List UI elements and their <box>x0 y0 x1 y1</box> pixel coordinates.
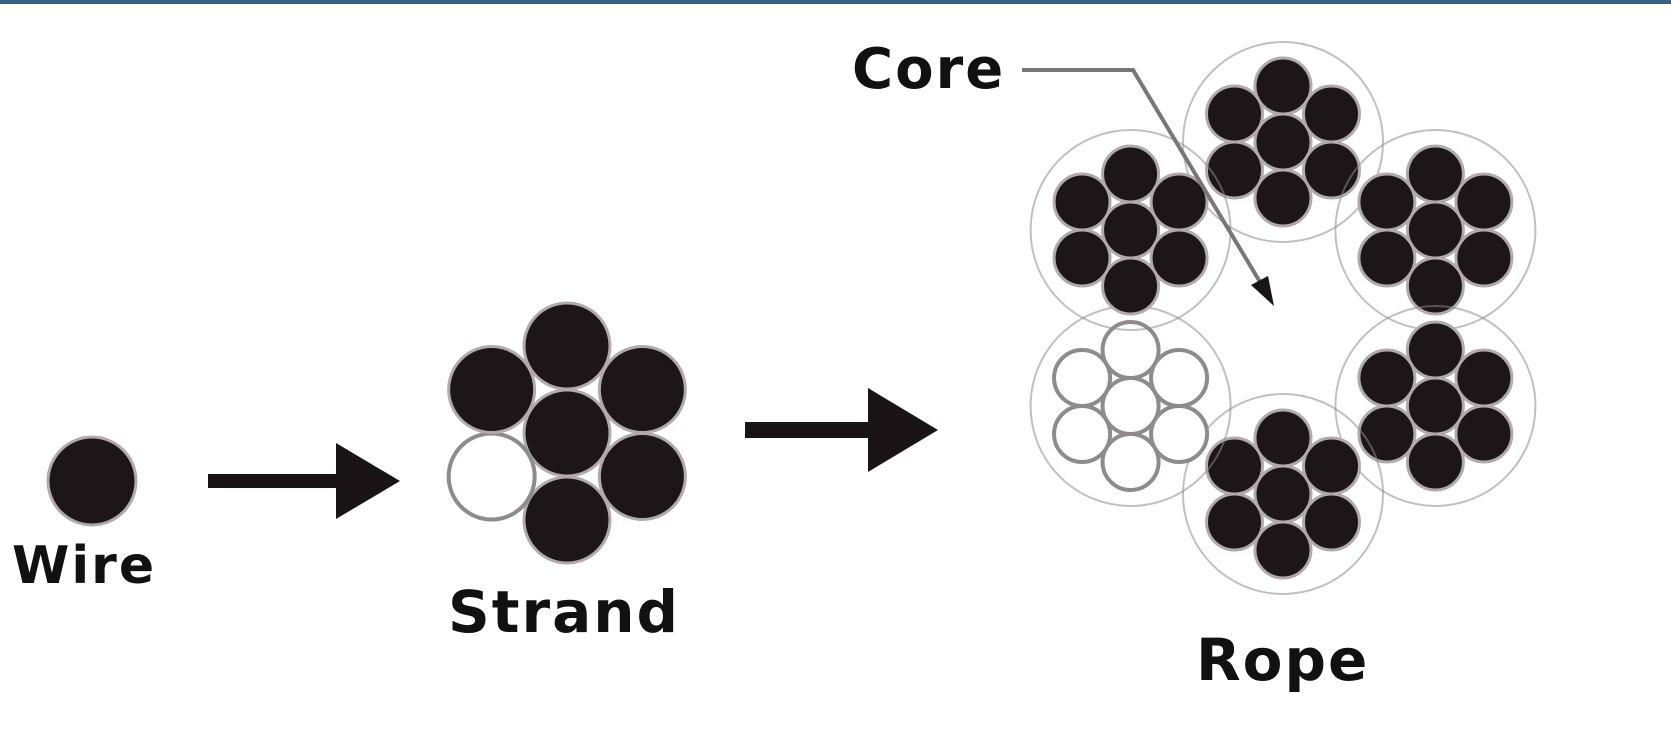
rope-wire <box>1253 56 1313 116</box>
core-pointer-arrow <box>1022 68 1274 306</box>
strand-outer-wire <box>597 345 687 434</box>
rope-wire <box>1253 520 1313 580</box>
rope-wire <box>1405 320 1465 380</box>
strand-outer-wire <box>522 301 612 391</box>
core-leader-line <box>1022 68 1268 294</box>
arrow-strand-to-rope-icon <box>745 388 938 472</box>
arrow-shaft <box>745 422 870 438</box>
wire-label: Wire <box>12 536 156 596</box>
rope-strand-upper-right <box>1334 129 1537 331</box>
rope-wire <box>1405 376 1465 436</box>
rope-wire <box>1454 404 1514 464</box>
rope-wire <box>1205 492 1265 552</box>
rope-wire <box>1253 464 1313 524</box>
strand-outline <box>1182 41 1384 243</box>
rope-wire <box>1149 348 1210 408</box>
rope-strand-lower-left <box>1029 305 1232 507</box>
rope-wire <box>1454 348 1514 408</box>
rope-wire <box>1301 84 1361 144</box>
rope-wire <box>1100 320 1161 380</box>
rope-label: Rope <box>1196 626 1369 694</box>
rope-strand-lower-right <box>1334 305 1537 507</box>
rope-wire <box>1052 172 1112 232</box>
rope-wire <box>1052 348 1113 408</box>
rope-strand-top <box>1182 41 1384 243</box>
rope-wire <box>1405 256 1465 316</box>
strand-outer-wire <box>597 432 687 521</box>
strand-cross-section <box>446 301 687 565</box>
rope-cross-section <box>1029 41 1537 595</box>
strand-outer-wire-highlight <box>446 431 537 522</box>
rope-wire <box>1101 144 1161 204</box>
rope-wire <box>1357 228 1417 288</box>
rope-wire <box>1149 404 1210 464</box>
rope-wire <box>1405 144 1465 204</box>
rope-wire <box>1301 436 1361 496</box>
strand-center-wire <box>522 388 612 478</box>
rope-strand-bottom <box>1182 393 1384 595</box>
rope-wire <box>1205 436 1265 496</box>
rope-wire <box>1405 432 1465 492</box>
single-wire <box>46 435 138 527</box>
strand-outline <box>1334 305 1537 507</box>
top-border <box>0 0 1671 4</box>
rope-wire <box>1253 408 1313 468</box>
arrow-wire-to-strand-icon <box>208 443 400 519</box>
core-leader-head <box>1251 276 1274 306</box>
rope-wire <box>1149 228 1209 288</box>
rope-wire <box>1052 404 1113 464</box>
arrow-head <box>868 388 938 472</box>
wire-circle <box>46 435 138 527</box>
rope-wire <box>1052 228 1112 288</box>
strand-outer-wire <box>522 475 612 565</box>
rope-wire <box>1101 200 1161 260</box>
arrow-shaft <box>208 474 338 488</box>
strand-outer-wire <box>447 345 537 434</box>
rope-wire <box>1205 84 1265 144</box>
rope-wire <box>1357 348 1417 408</box>
rope-wire <box>1301 140 1361 200</box>
rope-wire <box>1253 168 1313 228</box>
rope-wire <box>1100 376 1161 436</box>
strand-label: Strand <box>448 578 680 646</box>
rope-wire <box>1101 256 1161 316</box>
rope-wire <box>1454 228 1514 288</box>
strand-outline <box>1182 393 1384 595</box>
rope-strand-upper-left <box>1029 129 1232 331</box>
rope-wire <box>1454 172 1514 232</box>
rope-wire <box>1405 200 1465 260</box>
core-label: Core <box>852 37 1005 102</box>
rope-wire <box>1205 140 1265 200</box>
rope-wire <box>1253 112 1313 172</box>
rope-wire <box>1301 492 1361 552</box>
rope-wire <box>1100 432 1161 492</box>
rope-wire <box>1357 404 1417 464</box>
arrow-head <box>336 443 400 519</box>
rope-wire <box>1357 172 1417 232</box>
